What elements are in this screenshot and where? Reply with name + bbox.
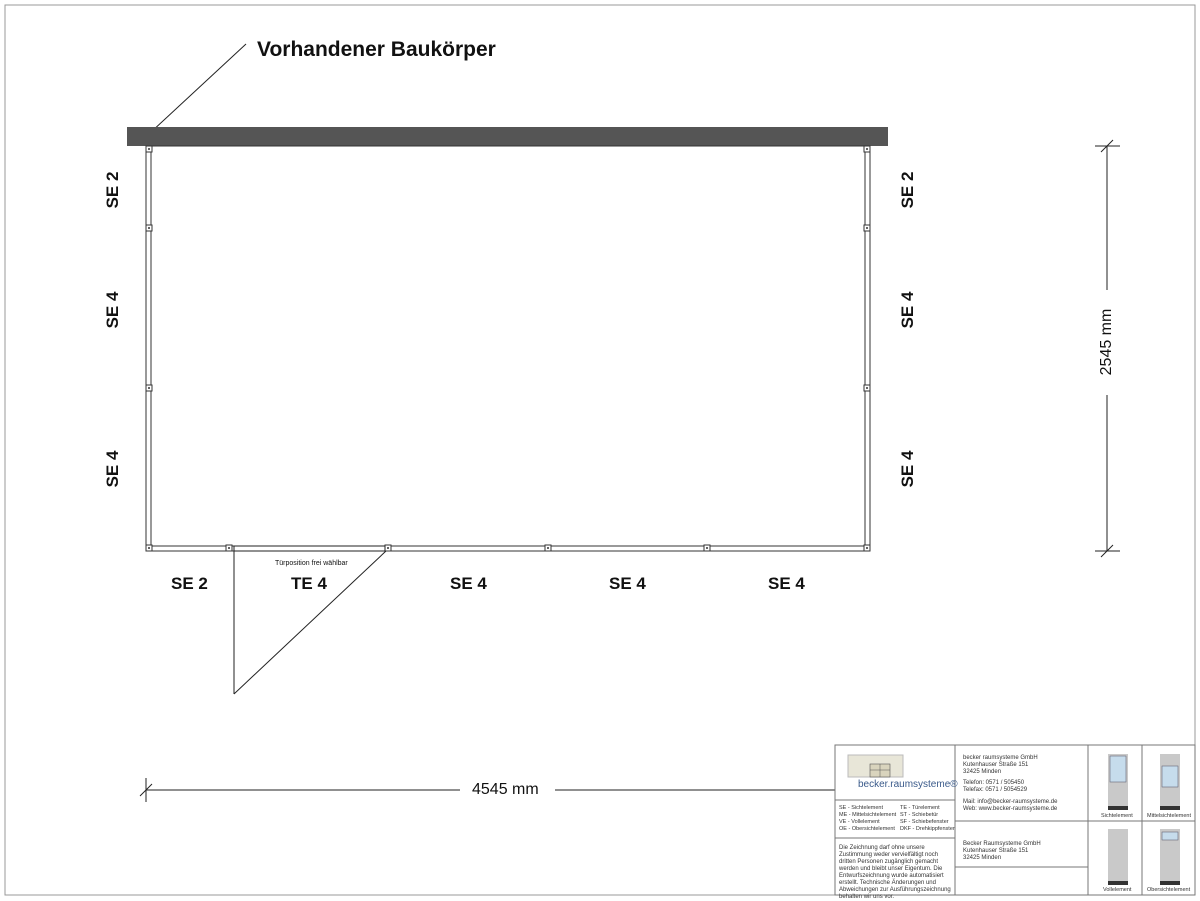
left-element-label: SE 2 xyxy=(103,171,122,209)
element-type-label: Obersichtelement xyxy=(1147,887,1191,893)
sheet-border xyxy=(4,4,1196,896)
left-element-label: SE 4 xyxy=(103,291,122,329)
company-logo: becker.raumsysteme® xyxy=(858,779,958,790)
customer-street: Kutenhauser Straße 151 xyxy=(963,848,1029,854)
mittelsichtelement-icon xyxy=(1160,754,1180,810)
leader-line xyxy=(149,43,247,134)
element-type-label: Sichtelement xyxy=(1101,813,1133,819)
company-web: Web: www.becker-raumsysteme.de xyxy=(963,806,1058,812)
company-phone: Telefon: 0571 / 505450 xyxy=(963,780,1025,786)
legend-item: OE - Obersichtelement xyxy=(839,826,895,832)
vollelement-icon xyxy=(1108,829,1128,885)
right-element-label: SE 2 xyxy=(898,171,917,209)
existing-building-label: Vorhandener Baukörper xyxy=(257,38,496,61)
element-type-label: Mittelsichtelement xyxy=(1147,813,1192,819)
company-street: Kutenhauser Straße 151 xyxy=(963,762,1029,768)
width-dimension-line xyxy=(139,778,835,802)
door-swing xyxy=(233,545,387,695)
legend-item: DKF - Drehkippfenster xyxy=(900,826,955,832)
front-element-label: TE 4 xyxy=(291,574,327,593)
legend-item: SF - Schiebefenster xyxy=(900,819,949,825)
existing-building-wall xyxy=(127,127,888,146)
front-element-label: SE 4 xyxy=(450,574,487,593)
disclaimer: Die Zeichnung darf ohne unsere Zustimmun… xyxy=(839,845,951,900)
sichtelement-icon xyxy=(1108,754,1128,810)
legend-item: VE - Vollelement xyxy=(839,819,880,825)
company-name: becker raumsysteme GmbH xyxy=(963,755,1038,761)
front-element-label: SE 4 xyxy=(768,574,805,593)
enclosure-frame xyxy=(145,145,871,552)
front-element-label: SE 2 xyxy=(171,574,208,593)
legend-item: ST - Schiebetür xyxy=(900,812,939,818)
customer-city: 32425 Minden xyxy=(963,855,1002,861)
element-type-label: Vollelement xyxy=(1103,887,1132,893)
company-fax: Telefax: 0571 / 5054529 xyxy=(963,787,1028,793)
posts xyxy=(145,145,871,552)
width-dimension: 4545 mm xyxy=(472,781,539,798)
company-city: 32425 Minden xyxy=(963,769,1002,775)
right-element-label: SE 4 xyxy=(898,291,917,329)
right-element-label: SE 4 xyxy=(898,450,917,488)
depth-dimension-line xyxy=(1095,139,1120,558)
legend-item: SE - Sichtelement xyxy=(839,805,884,811)
left-element-label: SE 4 xyxy=(103,450,122,488)
customer-name: Becker Raumsysteme GmbH xyxy=(963,841,1041,847)
company-mail: Mail: info@becker-raumsysteme.de xyxy=(963,799,1058,805)
front-element-label: SE 4 xyxy=(609,574,646,593)
obersichtelement-icon xyxy=(1160,829,1180,885)
element-type-icons xyxy=(1108,754,1180,885)
legend-item: TE - Türelement xyxy=(900,805,940,811)
logo-graphic xyxy=(847,754,904,778)
legend-item: ME - Mittelsichtelement xyxy=(839,812,897,818)
depth-dimension: 2545 mm xyxy=(1098,308,1115,376)
title-block-grid xyxy=(834,744,1196,896)
door-note: Türposition frei wählbar xyxy=(275,560,348,567)
